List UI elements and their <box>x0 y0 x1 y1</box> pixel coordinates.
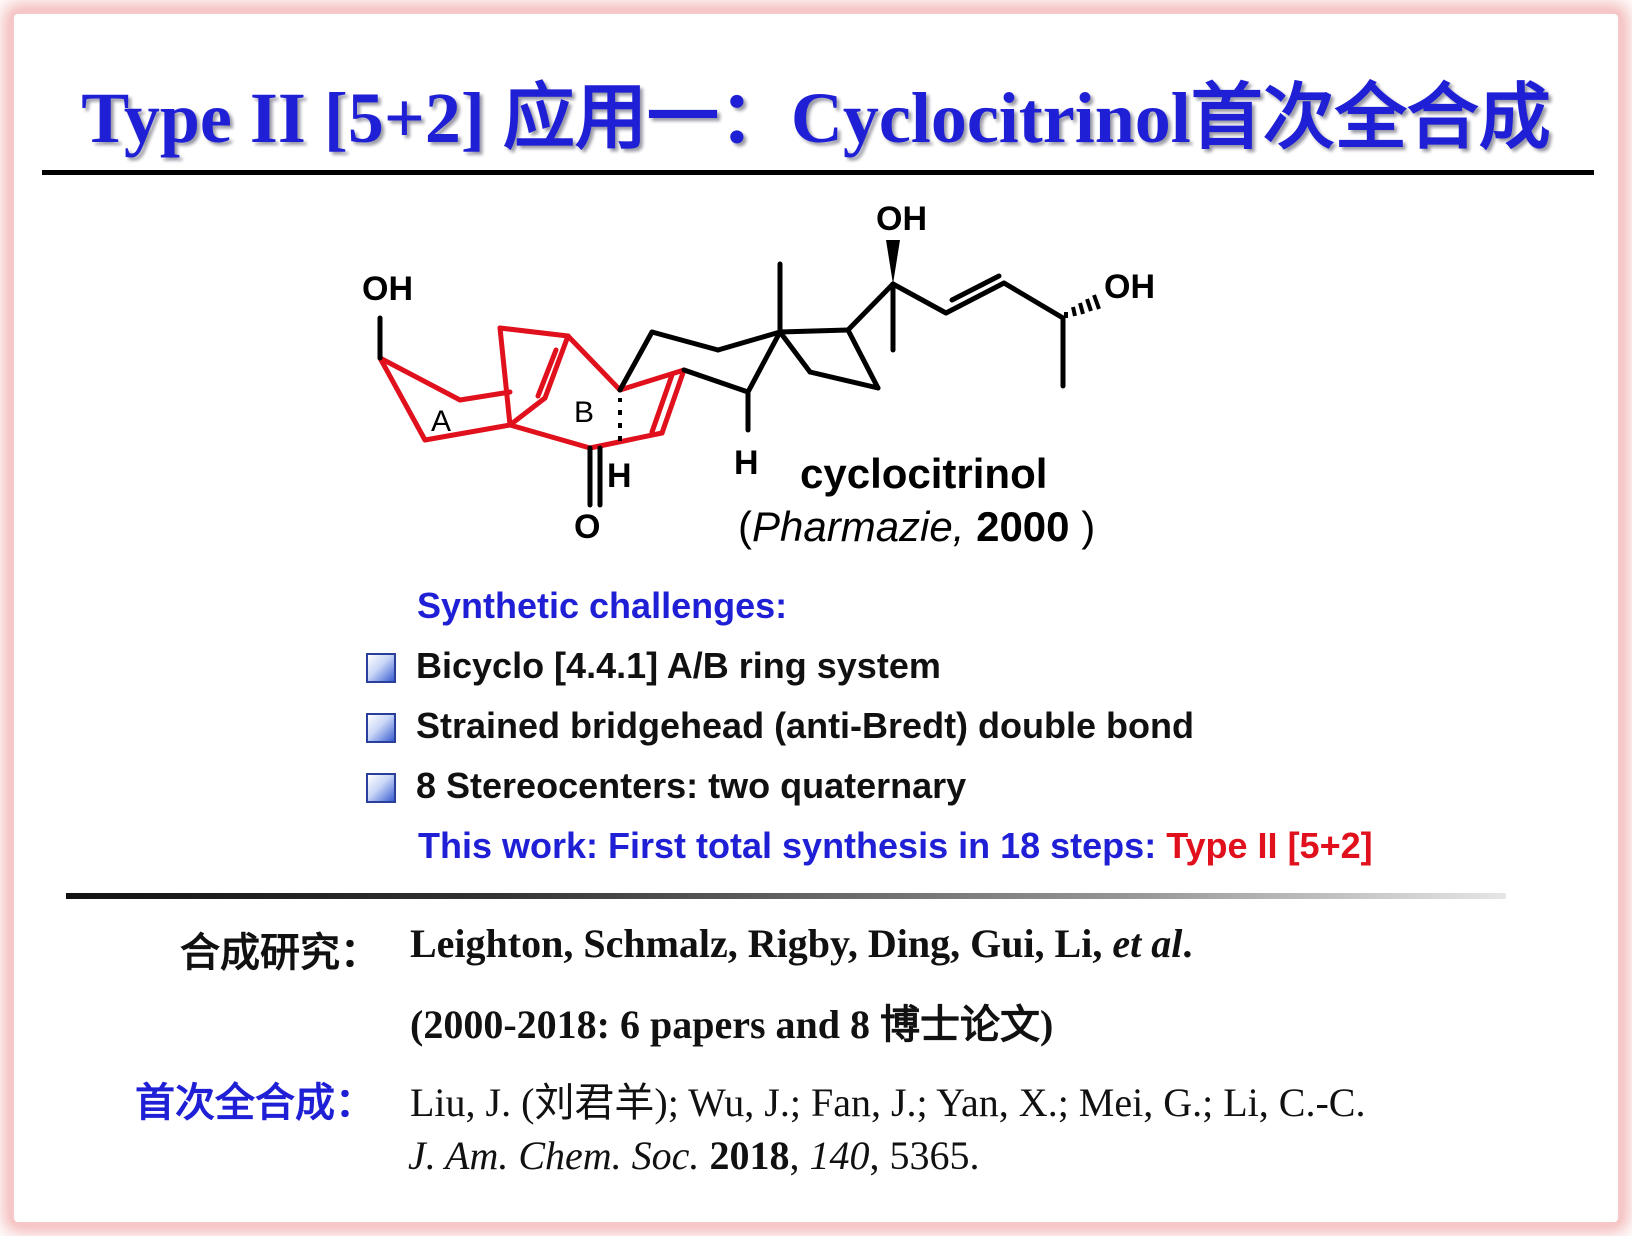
challenge-text: Strained bridgehead (anti-Bredt) double … <box>416 705 1194 746</box>
first-synthesis-citation: J. Am. Chem. Soc. 2018, 140, 5365. <box>408 1133 980 1178</box>
compound-reference: (Pharmazie, 2000 ) <box>738 503 1095 551</box>
this-work-text: This work: First total synthesis in 18 s… <box>418 825 1157 866</box>
h-ring-c-label: H <box>734 444 759 482</box>
hash-bonds <box>618 294 1101 441</box>
ab-ring-bonds <box>377 325 687 451</box>
oh-top-label: OH <box>876 200 927 238</box>
skeleton-bonds <box>377 261 1066 508</box>
challenge-item: Strained bridgehead (anti-Bredt) double … <box>366 705 1566 751</box>
challenge-text: 8 Stereocenters: two quaternary <box>416 765 967 806</box>
this-work-line: This work: First total synthesis in 18 s… <box>418 825 1373 867</box>
research-note: (2000-2018: 6 papers and 8 博士论文) <box>410 1002 1054 1047</box>
citation-year: 2018 <box>709 1133 790 1178</box>
oh-left-label: OH <box>362 270 413 308</box>
h-ring-b-label: H <box>607 457 632 495</box>
challenges-heading: Synthetic challenges: <box>417 585 788 626</box>
research-author-list: Leighton, Schmalz, Rigby, Ding, Gui, Li, <box>410 921 1103 966</box>
citation-volume: 140 <box>809 1133 870 1178</box>
ref-journal: Pharmazie, <box>752 503 965 550</box>
wedge-bond <box>886 240 900 284</box>
challenge-item: 8 Stereocenters: two quaternary <box>366 765 1566 811</box>
ring-a-label: A <box>431 405 451 438</box>
title-divider <box>42 170 1594 175</box>
citation-pages: , 5365. <box>869 1133 980 1178</box>
oh-right-label: OH <box>1104 268 1155 306</box>
ref-open-paren: ( <box>738 503 752 550</box>
ref-year: 2000 <box>976 503 1070 550</box>
slide-frame <box>14 14 1618 1222</box>
research-label: 合成研究： <box>180 930 380 975</box>
research-etal: et al <box>1112 921 1183 966</box>
slide-title: Type II [5+2] 应用一：Cyclocitrinol首次全合成 <box>81 78 1551 158</box>
ref-close-paren: ) <box>1081 503 1096 550</box>
research-authors: Leighton, Schmalz, Rigby, Ding, Gui, Li,… <box>410 920 1192 967</box>
challenge-text: Bicyclo [4.4.1] A/B ring system <box>416 645 941 686</box>
ketone-oxygen-label: O <box>574 508 600 546</box>
first-synthesis-label: 首次全合成： <box>135 1080 375 1125</box>
ring-b-label: B <box>574 396 594 429</box>
this-work-highlight: Type II [5+2] <box>1166 825 1373 866</box>
square-bullet-icon <box>366 653 396 683</box>
square-bullet-icon <box>366 773 396 803</box>
section-divider <box>66 893 1506 899</box>
research-period: . <box>1182 921 1193 966</box>
first-synthesis-authors: Liu, J. (刘君羊); Wu, J.; Fan, J.; Yan, X.;… <box>410 1080 1366 1125</box>
compound-name: cyclocitrinol <box>800 450 1048 497</box>
square-bullet-icon <box>366 713 396 743</box>
challenge-item: Bicyclo [4.4.1] A/B ring system <box>366 645 1566 691</box>
citation-journal: J. Am. Chem. Soc. <box>408 1133 700 1178</box>
